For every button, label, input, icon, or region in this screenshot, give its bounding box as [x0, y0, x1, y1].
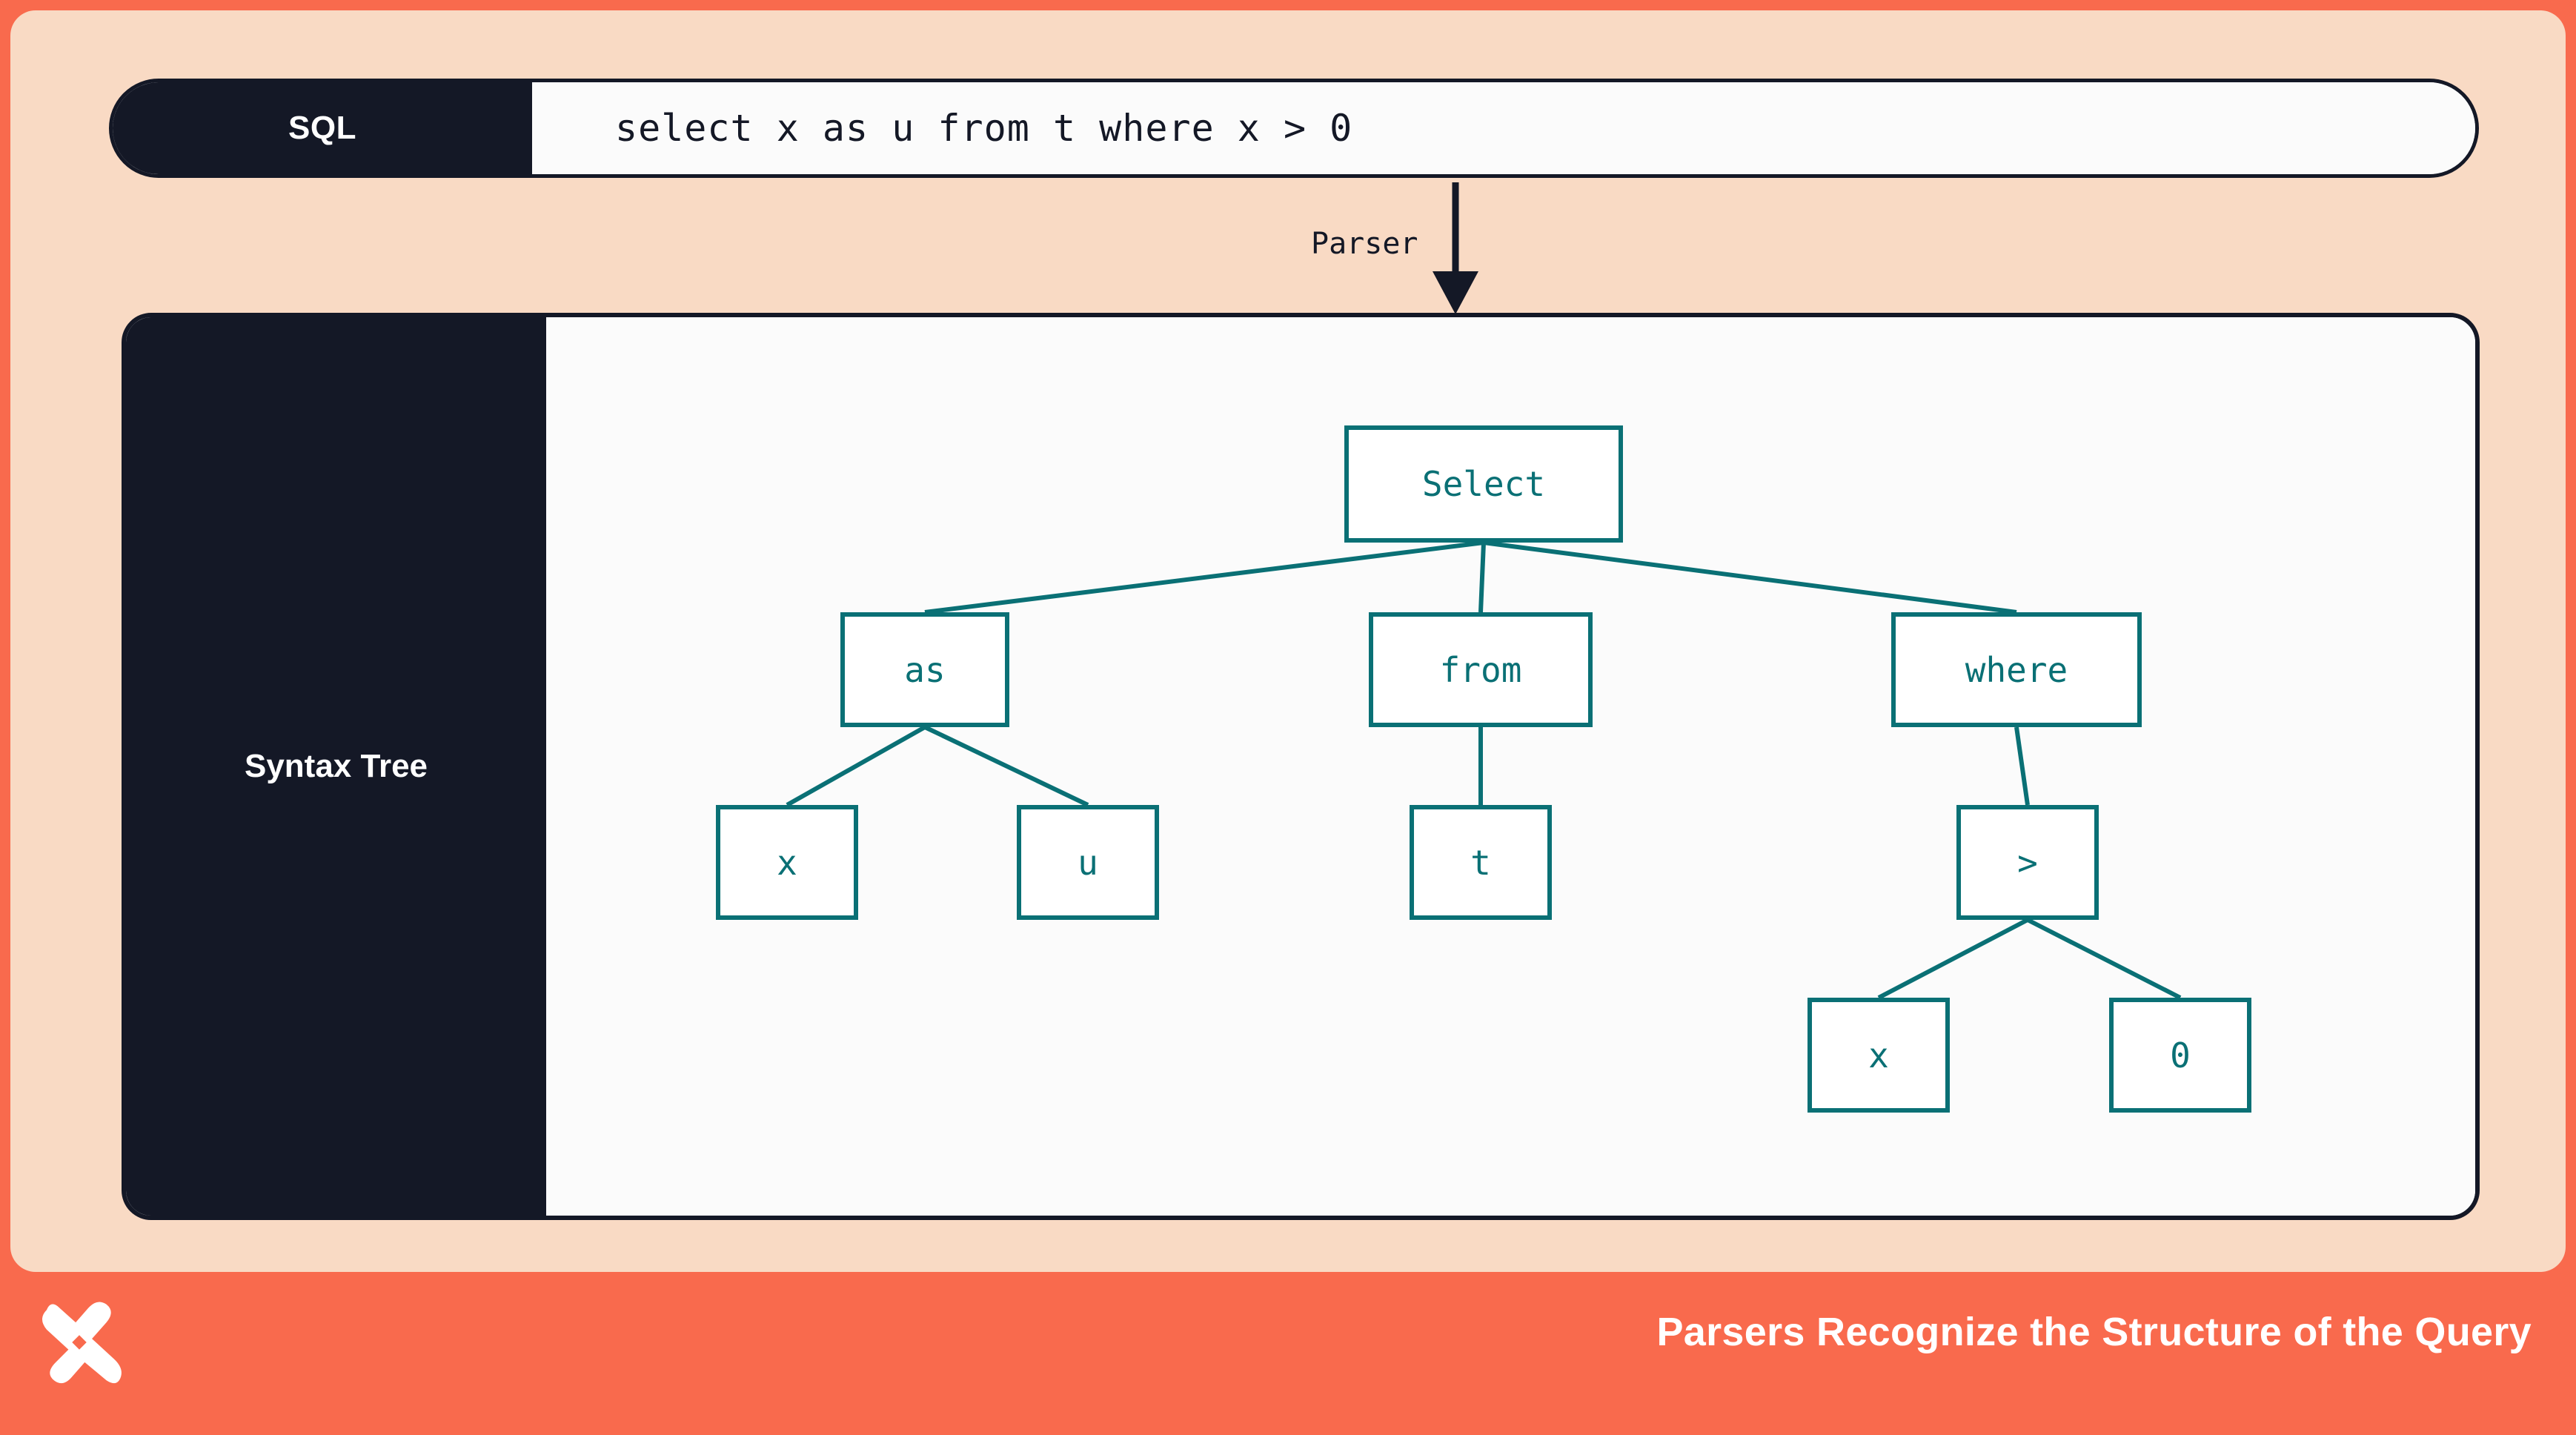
- syntax-tree-panel-label: Syntax Tree: [126, 317, 546, 1216]
- tree-node-where[interactable]: where: [1891, 612, 2142, 727]
- tree-edge: [1478, 542, 1486, 613]
- tree-node-gt[interactable]: >: [1956, 805, 2099, 920]
- syntax-tree-canvas: Select as from where x u t > x 0: [546, 317, 2475, 1216]
- parser-arrow-icon: [1433, 182, 1478, 314]
- sql-query-text: select x as u from t where x > 0: [615, 107, 1353, 150]
- syntax-tree-label-text: Syntax Tree: [244, 748, 428, 784]
- tree-node-as[interactable]: as: [840, 612, 1009, 727]
- sql-panel: SQL select x as u from t where x > 0: [109, 79, 2479, 178]
- butterfly-x-logo-icon: [42, 1302, 122, 1384]
- tree-edges: [786, 540, 2182, 1000]
- tree-node-x1[interactable]: x: [716, 805, 858, 920]
- sql-query-field[interactable]: select x as u from t where x > 0: [532, 82, 2475, 174]
- tree-node-from[interactable]: from: [1369, 612, 1593, 727]
- tree-node-select[interactable]: Select: [1344, 425, 1623, 543]
- tree-node-t[interactable]: t: [1410, 805, 1552, 920]
- tree-edge: [1877, 918, 2029, 1000]
- tree-node-label: Select: [1421, 464, 1546, 504]
- main-card: SQL select x as u from t where x > 0 Par…: [10, 10, 2566, 1272]
- syntax-tree-panel: Syntax Tree Select as from where x u t > x 0: [122, 313, 2480, 1220]
- sql-label-text: SQL: [288, 110, 356, 146]
- tree-node-label: where: [1965, 649, 2068, 690]
- tree-edge: [2014, 726, 2030, 806]
- tree-edge: [2026, 918, 2182, 1000]
- tree-node-zero[interactable]: 0: [2109, 998, 2251, 1113]
- tree-edge: [786, 725, 926, 807]
- parser-label: Parser: [1311, 227, 1418, 261]
- tree-node-label: >: [2017, 842, 2038, 883]
- tree-node-label: u: [1078, 842, 1098, 883]
- tree-node-label: from: [1439, 649, 1522, 690]
- footer-tagline: Parsers Recognize the Structure of the Q…: [1656, 1310, 2532, 1354]
- tree-node-u[interactable]: u: [1017, 805, 1159, 920]
- tree-node-label: x: [1868, 1035, 1889, 1076]
- tree-node-x2[interactable]: x: [1807, 998, 1950, 1113]
- tree-node-label: t: [1470, 842, 1491, 883]
- tree-edge: [924, 540, 1484, 614]
- tree-node-label: x: [777, 842, 797, 883]
- tree-edge: [923, 725, 1089, 807]
- tree-edge: [1483, 540, 2017, 614]
- tree-node-label: 0: [2170, 1035, 2191, 1076]
- footer-bar: Parsers Recognize the Structure of the Q…: [0, 1272, 2576, 1435]
- sql-panel-label: SQL: [113, 82, 532, 174]
- tree-node-label: as: [904, 649, 946, 690]
